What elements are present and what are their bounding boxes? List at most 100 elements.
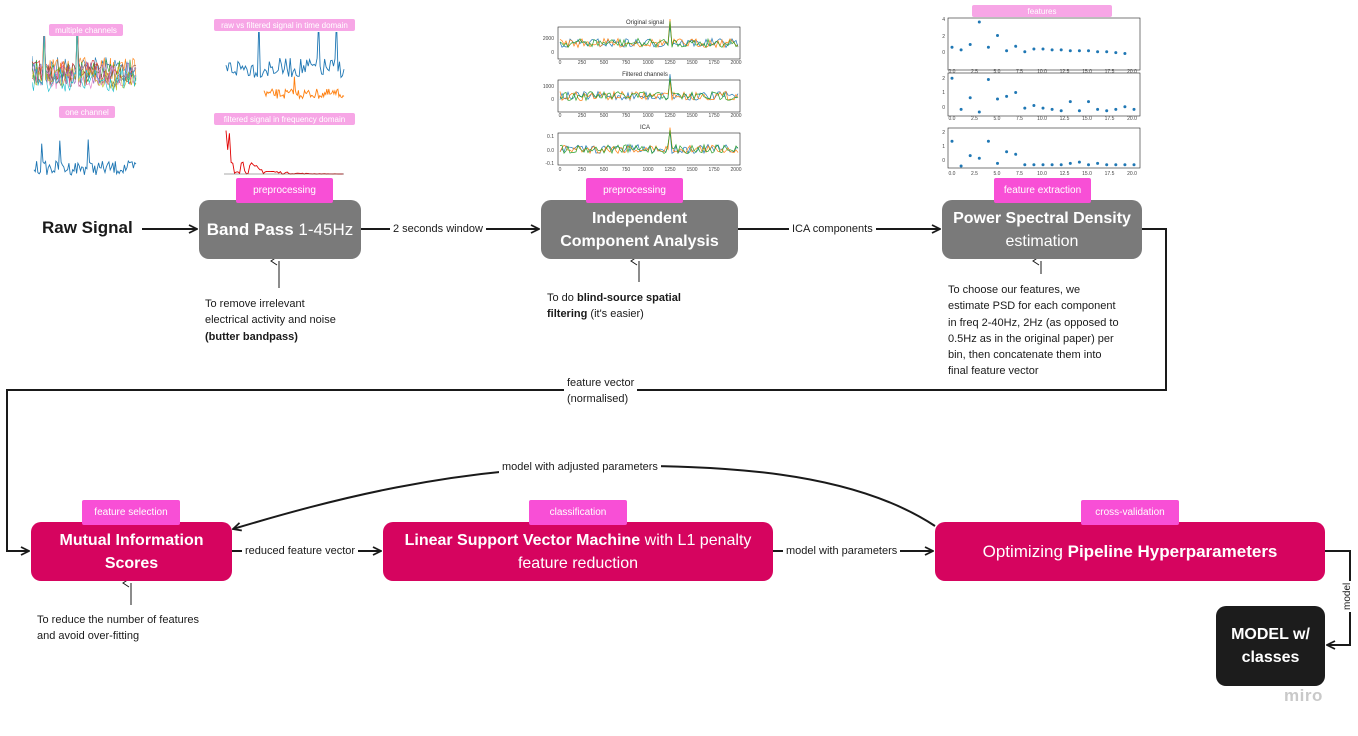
- optimizing-box[interactable]: Optimizing Pipeline Hyperparameters: [935, 522, 1325, 581]
- psd-xtick: 12.5: [1060, 116, 1070, 122]
- psd-point: [1132, 107, 1136, 111]
- svg-text:0: 0: [942, 158, 945, 164]
- ica-xtick: 0: [559, 167, 562, 173]
- ica-title-ica: ICA: [640, 125, 650, 131]
- psd-xtick: 15.0: [1082, 69, 1092, 75]
- ica-xtick: 1500: [686, 167, 697, 173]
- band-pass-box[interactable]: Band Pass 1-45Hz: [199, 200, 361, 259]
- psd-xtick: 2.5: [971, 171, 978, 177]
- psd-top-points: [950, 20, 1127, 55]
- psd-xtick: 10.0: [1037, 116, 1047, 122]
- psd-point: [1041, 163, 1045, 167]
- psd-bottom-points: [950, 139, 1136, 168]
- ica-xtick: 1750: [708, 113, 719, 119]
- psd-xtick: 5.0: [994, 116, 1001, 122]
- psd-point: [996, 34, 999, 37]
- thumb-one-channel: [33, 139, 137, 176]
- psd-point: [950, 76, 954, 80]
- svg-text:0.1: 0.1: [547, 134, 554, 140]
- ica-xtick: 1000: [642, 60, 653, 66]
- svg-text:0: 0: [551, 50, 554, 56]
- ica-ica-traces: [559, 127, 739, 155]
- ica-title-original: Original signal: [626, 20, 664, 26]
- psd-point: [1087, 100, 1090, 104]
- psd-point: [1005, 49, 1009, 53]
- ica-xtick: 1750: [708, 60, 719, 66]
- svg-text:1: 1: [942, 144, 945, 150]
- psd-xtick: 15.0: [1082, 171, 1092, 177]
- svg-text:2: 2: [942, 130, 945, 136]
- psd-xtick: 7.5: [1016, 171, 1023, 177]
- psd-point: [1114, 163, 1118, 167]
- raw-signal-label: Raw Signal: [42, 218, 133, 237]
- psd-point: [1059, 163, 1063, 167]
- model-box[interactable]: MODEL w/ classes: [1216, 606, 1325, 686]
- psd-xtick: 20.0: [1127, 116, 1137, 122]
- svg-text:0: 0: [551, 97, 554, 103]
- psd-point: [1041, 106, 1045, 110]
- psd-point: [1114, 51, 1118, 55]
- psd-point: [1059, 48, 1063, 52]
- psd-point: [996, 97, 999, 101]
- psd-point: [1005, 94, 1009, 98]
- svg-text:2000: 2000: [543, 36, 554, 42]
- miro-watermark: miro: [1284, 686, 1323, 705]
- one-channel-trace: [33, 139, 137, 176]
- psd-point: [1050, 48, 1054, 52]
- psd-box[interactable]: Power Spectral Density estimation: [942, 200, 1142, 259]
- ica-xtick: 1250: [664, 167, 675, 173]
- psd-point: [1077, 109, 1081, 113]
- psd-point: [1050, 163, 1054, 167]
- note-psd: To choose our features, we estimate PSD …: [948, 284, 1119, 378]
- psd-point: [1068, 49, 1072, 53]
- ica-xtick: 250: [578, 113, 587, 119]
- psd-point: [1068, 100, 1072, 104]
- tag-features: features: [972, 5, 1112, 17]
- psd-point: [996, 161, 999, 165]
- psd-point: [1059, 109, 1063, 113]
- ica-xtick: 250: [578, 167, 587, 173]
- psd-point: [986, 78, 990, 81]
- psd-xtick: 20.0: [1127, 69, 1137, 75]
- psd-point: [1087, 163, 1090, 167]
- psd-xtick: 0.0: [949, 116, 956, 122]
- ica-xtick: 500: [600, 60, 609, 66]
- psd-point: [977, 156, 981, 160]
- psd-point: [1068, 161, 1072, 165]
- svm-box[interactable]: Linear Support Vector Machine with L1 pe…: [383, 522, 773, 581]
- svg-text:0: 0: [942, 105, 945, 111]
- svg-text:-0.1: -0.1: [545, 161, 554, 167]
- ica-xtick: 500: [600, 113, 609, 119]
- ica-xtick: 500: [600, 167, 609, 173]
- psd-point: [1032, 47, 1036, 51]
- psd-point: [1096, 107, 1100, 111]
- psd-point: [1087, 49, 1090, 53]
- psd-point: [1132, 163, 1136, 167]
- thumb-ica-plots: Original signal 2000 0 0 250 500 750 1000 125…: [543, 18, 742, 173]
- ica-box[interactable]: Independent Component Analysis: [541, 200, 738, 259]
- psd-point: [968, 154, 972, 158]
- edge-label-reduced: reduced feature vector: [242, 544, 359, 558]
- psd-point: [1032, 104, 1036, 107]
- psd-xtick: 10.0: [1037, 171, 1047, 177]
- psd-xtick: 5.0: [994, 171, 1001, 177]
- mutual-info-box[interactable]: Mutual Information Scores: [31, 522, 232, 581]
- ica-xtick: 750: [622, 60, 631, 66]
- psd-xtick: 0.0: [949, 171, 956, 177]
- psd-point: [1005, 150, 1009, 154]
- tag-raw-vs-filtered: raw vs filtered signal in time domain: [214, 19, 355, 31]
- psd-point: [959, 164, 963, 168]
- psd-xtick: 2.5: [971, 69, 978, 75]
- psd-point: [977, 110, 981, 114]
- psd-point: [1096, 50, 1100, 54]
- tag-feature-selection: feature selection: [82, 500, 180, 525]
- psd-xtick: 5.0: [994, 69, 1001, 75]
- psd-point: [1014, 91, 1018, 94]
- svg-text:2: 2: [942, 76, 945, 82]
- psd-xtick: 17.5: [1105, 116, 1115, 122]
- ica-xtick: 2000: [730, 113, 741, 119]
- psd-point: [950, 139, 954, 143]
- ica-xtick: 750: [622, 167, 631, 173]
